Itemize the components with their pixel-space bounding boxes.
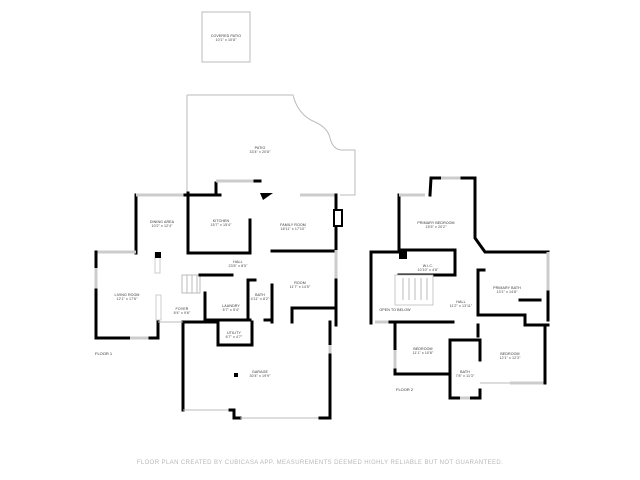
covered-patio-outline: [201, 11, 251, 63]
patio-outline: [187, 94, 356, 196]
patio-label: PATIO 33'4" x 20'8": [249, 146, 271, 155]
dining-area-label: DINING AREA 10'2" x 12'4": [149, 220, 175, 229]
covered-patio-label: COVERED PATIO 10'1" x 10'8": [210, 34, 242, 43]
hall-2-label: HALL 11'2" x 13'11": [449, 300, 473, 309]
primary-bedroom-label: PRIMARY BEDROOM 15'5" x 20'2": [417, 221, 455, 230]
laundry-label: LAUNDRY 6'7" x 5'4": [222, 304, 240, 313]
living-room-label: LIVING ROOM 12'1" x 17'6": [114, 293, 140, 302]
garage-label: GARAGE 30'4" x 19'9": [249, 370, 271, 379]
floor-1-label: FLOOR 1: [95, 351, 113, 356]
floor-1-walls: [94, 179, 343, 420]
room-label: ROOM 11'7" x 14'5": [289, 281, 311, 290]
bath-2-label: BATH 7'8" x 11'3": [455, 370, 475, 379]
family-room-label: FAMILY ROOM 18'11" x 17'10": [280, 223, 306, 232]
floor-2-label: FLOOR 2: [396, 387, 414, 392]
foyer-label: FOYER 8'4" x 9'6": [173, 307, 191, 316]
utility-label: UTILITY 6'7" x 4'7": [225, 331, 243, 340]
floor-2-walls: [369, 176, 550, 400]
primary-bath-label: PRIMARY BATH 13'1" x 14'8": [493, 286, 521, 295]
wic-label: W.I.C. 10'10" x 4'8": [417, 264, 439, 273]
bedroom-2-label: BEDROOM 12'1" x 12'3": [499, 352, 521, 361]
bath-1-label: BATH 4'11" x 8'2": [250, 293, 270, 302]
open-to-below-label: OPEN TO BELOW: [379, 308, 411, 312]
hall-1-label: HALL 23'6" x 8'5": [228, 260, 248, 269]
disclaimer-footer: FLOOR PLAN CREATED BY CUBICASA APP. MEAS…: [136, 460, 504, 466]
bedroom-1-label: BEDROOM 11'1" x 10'8": [412, 347, 434, 356]
kitchen-label: KITCHEN 15'7" x 15'4": [210, 219, 232, 228]
